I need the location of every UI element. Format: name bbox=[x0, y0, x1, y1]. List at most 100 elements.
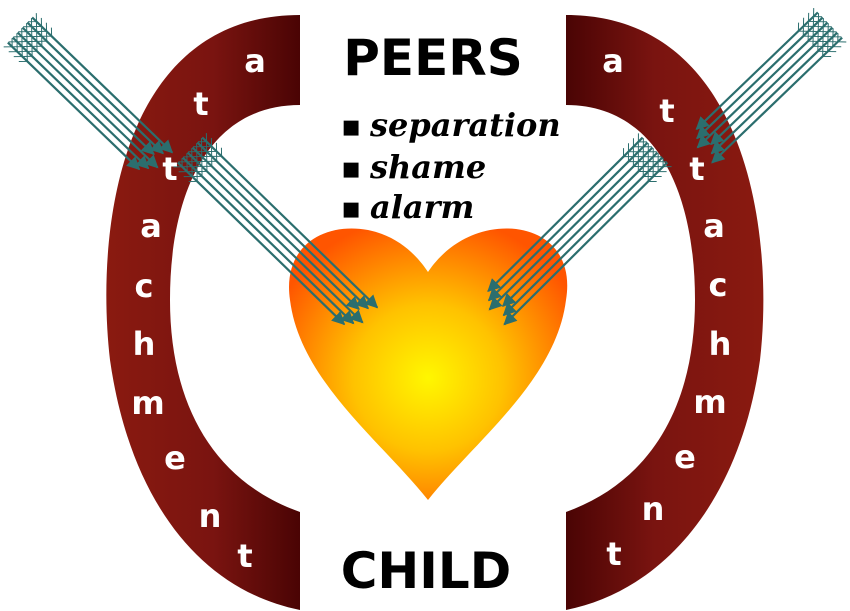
arrow-fletching bbox=[627, 143, 637, 153]
arrow-fletching bbox=[13, 47, 23, 58]
arrow-fletching bbox=[33, 27, 43, 37]
arrow-fletching bbox=[652, 148, 662, 158]
left-arc-letter: e bbox=[164, 439, 186, 477]
arrow-fletching bbox=[33, 17, 43, 28]
arrow-fletching bbox=[198, 152, 208, 163]
arrow-fletching bbox=[8, 33, 18, 43]
arrow-fletching bbox=[43, 27, 53, 37]
arrow-fletching bbox=[817, 13, 827, 23]
arrow-shaft bbox=[502, 156, 664, 317]
arrow-fletching bbox=[198, 143, 208, 153]
arrow-fletching bbox=[28, 32, 38, 43]
arrow-fletching bbox=[193, 138, 203, 148]
arrow-fletching bbox=[632, 158, 642, 168]
arrow-fletching bbox=[193, 167, 203, 177]
right-arc-letter: h bbox=[709, 325, 732, 363]
arrow-fletching bbox=[657, 163, 667, 173]
arrow-fletching bbox=[632, 138, 642, 148]
arrow-fletching bbox=[173, 158, 183, 168]
arrow-fletching bbox=[817, 22, 827, 33]
arrow-shaft bbox=[26, 21, 164, 155]
arrow-fletching bbox=[28, 22, 38, 33]
left-arc-letter: t bbox=[193, 85, 208, 123]
arrow-fletching bbox=[18, 23, 28, 33]
arrow-fletching bbox=[652, 158, 662, 168]
arrow-bundle-mid-left bbox=[173, 133, 379, 326]
arrow-fletching bbox=[802, 17, 812, 27]
arrow-fletching bbox=[837, 33, 847, 43]
arrow-shaft bbox=[710, 26, 834, 146]
arrow-shaft bbox=[21, 26, 155, 156]
arrow-shaft bbox=[201, 136, 379, 309]
arrow-fletching bbox=[38, 22, 48, 32]
arrow-fletching bbox=[642, 138, 652, 148]
arrow-fletching bbox=[637, 163, 647, 173]
arrow-shaft bbox=[503, 161, 669, 326]
arrow-shaft bbox=[196, 141, 369, 310]
arrow-fletching bbox=[208, 142, 218, 153]
arrow-fletching bbox=[662, 158, 672, 168]
arrow-shaft bbox=[181, 156, 355, 325]
arrow-fletching bbox=[183, 167, 193, 178]
arrow-fletching bbox=[812, 17, 822, 28]
arrow-fletching bbox=[18, 42, 28, 53]
arrow-fletching bbox=[18, 52, 28, 62]
arrow-fletching bbox=[188, 143, 198, 153]
arrow-fletching bbox=[807, 12, 817, 23]
right-arc-letters: a t t a c h m e n t bbox=[602, 42, 731, 573]
arrow-shaft bbox=[696, 21, 829, 149]
arrow-fletching bbox=[203, 138, 213, 148]
arrow-bundle-mid-right bbox=[487, 133, 672, 326]
arrow-fletching bbox=[178, 153, 188, 163]
arrow-fletching bbox=[23, 37, 33, 48]
arrow-fletching bbox=[18, 33, 28, 43]
bullet-list: ▪ separation ▪ shame ▪ alarm bbox=[341, 106, 561, 226]
right-arc-letter: a bbox=[703, 207, 725, 245]
arrow-fletching bbox=[188, 162, 198, 173]
bullet-marker: ▪ bbox=[341, 151, 361, 186]
arrow-shaft bbox=[186, 151, 364, 324]
right-arc-letter: e bbox=[674, 438, 696, 476]
arrow-fletching bbox=[647, 172, 657, 182]
arrow-fletching bbox=[812, 27, 822, 38]
arrow-fletching bbox=[647, 153, 657, 163]
arrow-shaft bbox=[191, 146, 360, 311]
arrow-fletching bbox=[8, 43, 18, 53]
arrow-shaft bbox=[177, 161, 346, 326]
child-label: CHILD bbox=[341, 542, 512, 600]
arrow-fletching bbox=[832, 28, 842, 38]
arrow-fletching bbox=[213, 147, 223, 157]
arrow-fletching bbox=[647, 163, 657, 173]
arrow-fletching bbox=[797, 22, 807, 32]
left-arc-letter: t bbox=[237, 537, 252, 575]
arrow-fletching bbox=[13, 28, 23, 38]
bullet-marker: ▪ bbox=[341, 191, 361, 226]
arrow-fletching bbox=[802, 27, 812, 37]
arrow-fletching bbox=[23, 18, 33, 28]
right-arc-letter: t bbox=[689, 150, 704, 188]
arrow-fletching bbox=[822, 18, 832, 28]
left-arc-letter: t bbox=[162, 150, 177, 188]
arrow-fletching bbox=[193, 148, 203, 158]
arrow-fletching bbox=[832, 38, 842, 48]
bullet-alarm: alarm bbox=[370, 188, 474, 226]
arrow-shaft bbox=[711, 36, 843, 164]
arrow-fletching bbox=[203, 157, 213, 167]
arrow-fletching bbox=[822, 37, 832, 48]
arrow-fletching bbox=[183, 158, 193, 168]
arrow-fletching bbox=[827, 42, 837, 53]
arrow-shaft bbox=[487, 141, 649, 302]
arrow-shaft bbox=[7, 41, 141, 171]
arrow-fletching bbox=[647, 143, 657, 153]
arrow-fletching bbox=[637, 133, 647, 143]
arrow-fletching bbox=[13, 38, 23, 48]
arrow-fletching bbox=[827, 33, 837, 43]
arrow-fletching bbox=[637, 153, 647, 163]
arrow-fletching bbox=[822, 47, 832, 57]
arrow-shaft bbox=[16, 31, 159, 169]
arrow-fletching bbox=[632, 148, 642, 158]
arrow-fletching bbox=[193, 157, 203, 168]
bullet-marker: ▪ bbox=[341, 109, 361, 144]
